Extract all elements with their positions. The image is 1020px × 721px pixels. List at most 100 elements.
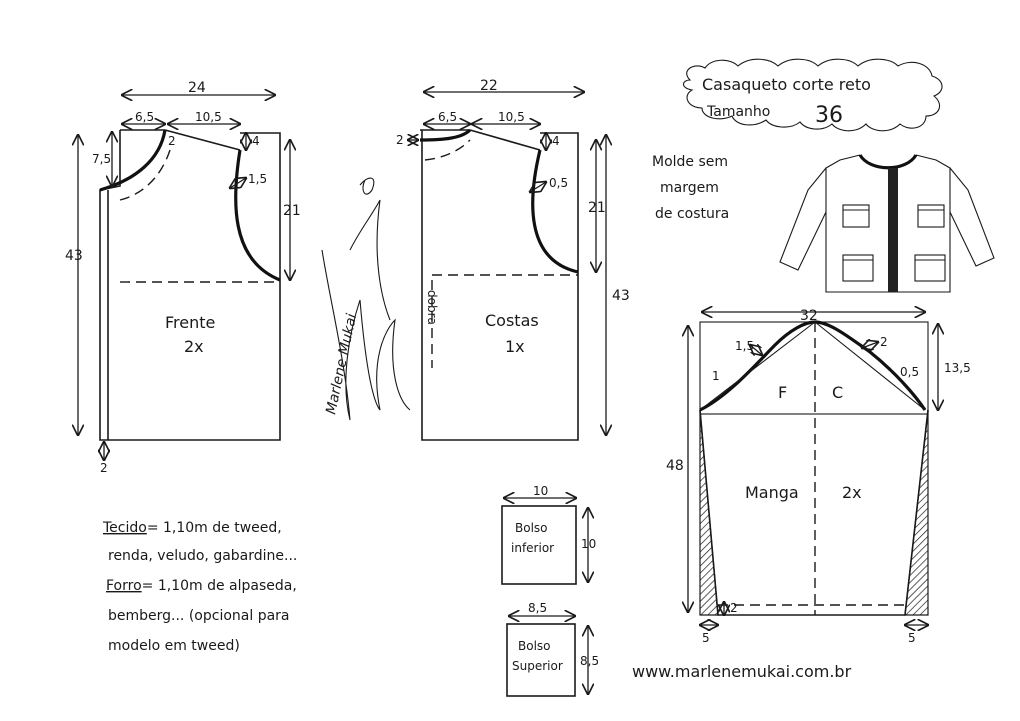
front-width-label: 24: [188, 80, 206, 96]
title-cloud-outline: [682, 58, 943, 132]
fabric-line3-rest: = 1,10m de alpaseda,: [142, 578, 297, 594]
sleeve-pattern-piece: 32 1,5 2 1 0,5 13,5 48 2 5 5 F C Manga 2…: [666, 308, 971, 645]
sleeve-curve-f-arrow: [750, 345, 762, 355]
title-cloud: Casaqueto corte reto Tamanho 36: [682, 58, 943, 132]
sleeve-curve-c2-label: 0,5: [900, 365, 919, 379]
sleeve-cap-line-c: [814, 321, 926, 411]
pocket-lower-line2: inferior: [511, 541, 554, 555]
sleeve-curve-c-arrow: [862, 342, 878, 348]
fabric-line5: modelo em tweed): [108, 638, 240, 654]
front-armhole-height-label: 21: [283, 203, 301, 219]
title-line2: Tamanho: [706, 104, 770, 120]
pocket-lower-width-label: 10: [533, 484, 548, 498]
back-neck-width-label: 6,5: [438, 110, 457, 124]
sleeve-cap-box: [699, 321, 929, 415]
front-neck-curve-label: 2: [168, 134, 176, 148]
sleeve-taper-left: [699, 409, 719, 616]
sleeve-width-label: 32: [800, 308, 818, 324]
front-label: Frente: [165, 313, 215, 332]
front-ext-label: 2: [100, 461, 108, 475]
back-shoulder-drop-label: 4: [552, 134, 560, 148]
sleeve-curve-c-label: 2: [880, 335, 888, 349]
front-armhole: [234, 149, 281, 282]
front-armhole-arrow: [230, 178, 246, 188]
jacket-pocket-top-right: [917, 204, 945, 228]
sleeve-cap-height-label: 13,5: [944, 361, 971, 375]
pocket-upper-outline: [506, 623, 576, 697]
back-height-label: 43: [612, 288, 630, 304]
fabric-line3: Forro= 1,10m de alpaseda,: [106, 578, 297, 594]
back-armhole-label: 0,5: [549, 176, 568, 190]
title-line1: Casaqueto corte reto: [702, 75, 871, 94]
back-armhole-arrow: [530, 182, 546, 192]
jacket-sleeve-left: [779, 167, 827, 271]
jacket-placket: [888, 168, 898, 292]
pocket-upper-line2: Superior: [512, 659, 563, 673]
fabric-label-tecido: Tecido: [102, 520, 147, 536]
back-neck-height-label: 2: [396, 133, 404, 147]
sleeve-taper-left-label: 5: [702, 631, 710, 645]
back-fold-label: dobra: [425, 290, 439, 325]
fabric-notes: Tecido= 1,10m de tweed, renda, veludo, g…: [102, 520, 297, 654]
front-shoulder-drop-label: 4: [252, 134, 260, 148]
signature-text: Marlene Mukai: [323, 312, 360, 416]
fabric-line2: renda, veludo, gabardine...: [108, 548, 297, 564]
back-width-label: 22: [480, 78, 498, 94]
pocket-upper-line1: Bolso: [518, 639, 551, 653]
pocket-lower-outline: [501, 505, 577, 585]
back-armhole: [531, 149, 579, 274]
sleeve-outline: [699, 409, 929, 616]
front-shoulder-width-label: 10,5: [195, 110, 222, 124]
pocket-lower-line1: Bolso: [515, 521, 548, 535]
sleeve-label: Manga: [745, 483, 799, 502]
fabric-line1-rest: = 1,10m de tweed,: [147, 520, 282, 536]
back-outline: [420, 129, 579, 441]
fabric-line1: Tecido= 1,10m de tweed,: [102, 520, 282, 536]
pocket-upper-width-label: 8,5: [528, 601, 547, 615]
jacket-pocket-bottom-left: [842, 254, 874, 282]
pocket-upper-piece: 8,5 8,5 Bolso Superior: [506, 601, 599, 697]
pocket-lower-height-label: 10: [581, 537, 596, 551]
front-neck-dash: [119, 149, 171, 201]
pocket-lower-piece: 10 10 Bolso inferior: [501, 484, 596, 585]
sleeve-taper-right: [904, 409, 929, 616]
jacket-illustration: [779, 154, 995, 293]
sleeve-count: 2x: [842, 483, 862, 502]
back-shoulder-width-label: 10,5: [498, 110, 525, 124]
front-count: 2x: [184, 337, 204, 356]
sleeve-hem-label: 2: [730, 601, 738, 615]
back-shoulder-line: [469, 129, 541, 151]
sleeve-back-letter: C: [832, 383, 843, 402]
signature-stroke: [321, 177, 411, 421]
back-armhole-height-label: 21: [588, 200, 606, 216]
website-url: www.marlenemukai.com.br: [632, 662, 852, 681]
back-pattern-piece: dobra 22 6,5 10,5 4 2 0,5 21 43 Costas 1…: [396, 78, 630, 441]
sleeve-height-label: 48: [666, 458, 684, 474]
front-shoulder-line: [164, 129, 241, 151]
front-neck-width-label: 6,5: [135, 110, 154, 124]
front-height-label: 43: [65, 248, 83, 264]
pocket-upper-height-label: 8,5: [580, 654, 599, 668]
back-label: Costas: [485, 311, 539, 330]
back-count: 1x: [505, 337, 525, 356]
jacket-sleeve-right: [949, 167, 995, 267]
note-line3: de costura: [655, 206, 729, 222]
sleeve-cap-curve: [699, 320, 927, 412]
fabric-line4: bemberg... (opcional para: [108, 608, 290, 624]
jacket-pocket-bottom-right: [914, 254, 946, 282]
front-pattern-piece: 24 6,5 10,5 4 7,5 2 1,5 21 43 2 Frente 2…: [65, 80, 301, 475]
jacket-pocket-top-left: [842, 204, 870, 228]
front-armhole-label: 1,5: [248, 172, 267, 186]
back-neck-dash: [424, 139, 471, 161]
front-outline: [99, 129, 281, 441]
sleeve-cap-line-f: [699, 321, 816, 411]
sleeve-front-letter: F: [778, 383, 787, 402]
sleeve-taper-right-label: 5: [908, 631, 916, 645]
signature: Marlene Mukai: [321, 177, 411, 421]
seam-allowance-note: Molde sem margem de costura: [652, 154, 729, 222]
note-line1: Molde sem: [652, 154, 728, 170]
note-line2: margem: [660, 180, 719, 196]
back-neckline: [419, 128, 472, 142]
jacket-collar: [858, 154, 918, 170]
